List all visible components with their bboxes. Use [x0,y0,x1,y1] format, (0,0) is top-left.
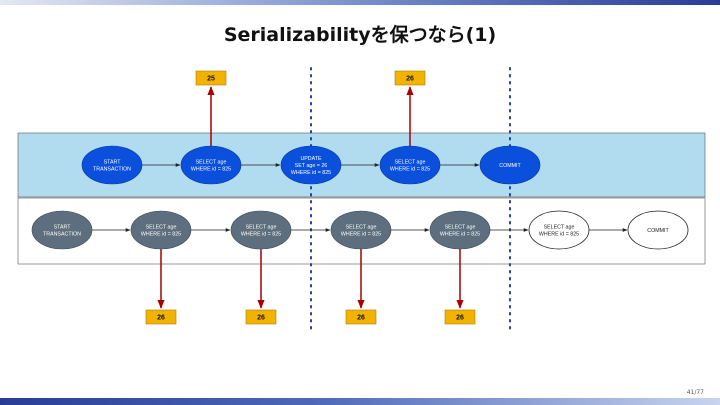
top-node-shape [180,145,242,185]
top-node-label: SET age = 26 [295,163,327,169]
top-node-shape [81,145,143,185]
top-node-label: WHERE id = 825 [291,170,331,176]
bottom-node-label: COMMIT [647,228,669,234]
value-box-shape [145,309,177,325]
value-box: 26 [145,309,177,325]
bottom-node-shape [130,210,192,250]
value-label: 26 [357,315,365,322]
top-node-shape [280,145,342,185]
bottom-node-label: SELECT age [346,225,377,231]
value-box: 26 [444,309,476,325]
page-number: 41/77 [686,389,704,396]
bottom-node-shape [627,210,689,250]
top-node-label: UPDATE [300,156,322,162]
value-label: 26 [157,315,165,322]
value-label: 26 [456,315,464,322]
bottom-node-shape [528,210,590,250]
bottom-node-shape [429,210,491,250]
bottom-node-shape [230,210,292,250]
value-box-shape [394,70,426,86]
top-node: COMMIT [479,145,541,185]
value-label: 26 [257,315,265,322]
top-node-label: START [104,160,122,166]
top-node-label: SELECT age [196,160,227,166]
bottom-node-label: WHERE id = 825 [141,232,181,238]
value-label: 26 [406,76,414,83]
top-node-label: SELECT age [395,160,426,166]
bottom-node-label: WHERE id = 825 [241,232,281,238]
value-box-shape [195,70,227,86]
value-box: 26 [345,309,377,325]
top-node-label: WHERE id = 825 [191,167,231,173]
value-label: 25 [207,76,215,83]
bottom-node-label: SELECT age [246,225,277,231]
top-accent-bar [0,0,720,5]
bottom-accent-bar [0,398,720,405]
bottom-node: COMMIT [627,210,689,250]
value-box: 26 [394,70,426,86]
top-node-label: TRANSACTION [93,167,131,173]
bottom-node-label: START [54,225,72,231]
slide-title: Serializabilityを保つなら(1) [223,24,497,46]
bottom-node-label: WHERE id = 825 [341,232,381,238]
value-box-shape [345,309,377,325]
bottom-node-shape [31,210,93,250]
value-box: 26 [245,309,277,325]
top-node-shape [379,145,441,185]
top-node-shape [479,145,541,185]
bottom-node-label: SELECT age [445,225,476,231]
value-box: 25 [195,70,227,86]
bottom-node-label: SELECT age [544,225,575,231]
top-node-label: WHERE id = 825 [390,167,430,173]
bottom-node-label: WHERE id = 825 [440,232,480,238]
value-box-shape [245,309,277,325]
bottom-node-label: TRANSACTION [43,232,81,238]
bottom-node-label: WHERE id = 825 [539,232,579,238]
value-box-shape [444,309,476,325]
bottom-node-label: SELECT age [146,225,177,231]
top-node-label: COMMIT [499,163,521,169]
bottom-node-shape [330,210,392,250]
